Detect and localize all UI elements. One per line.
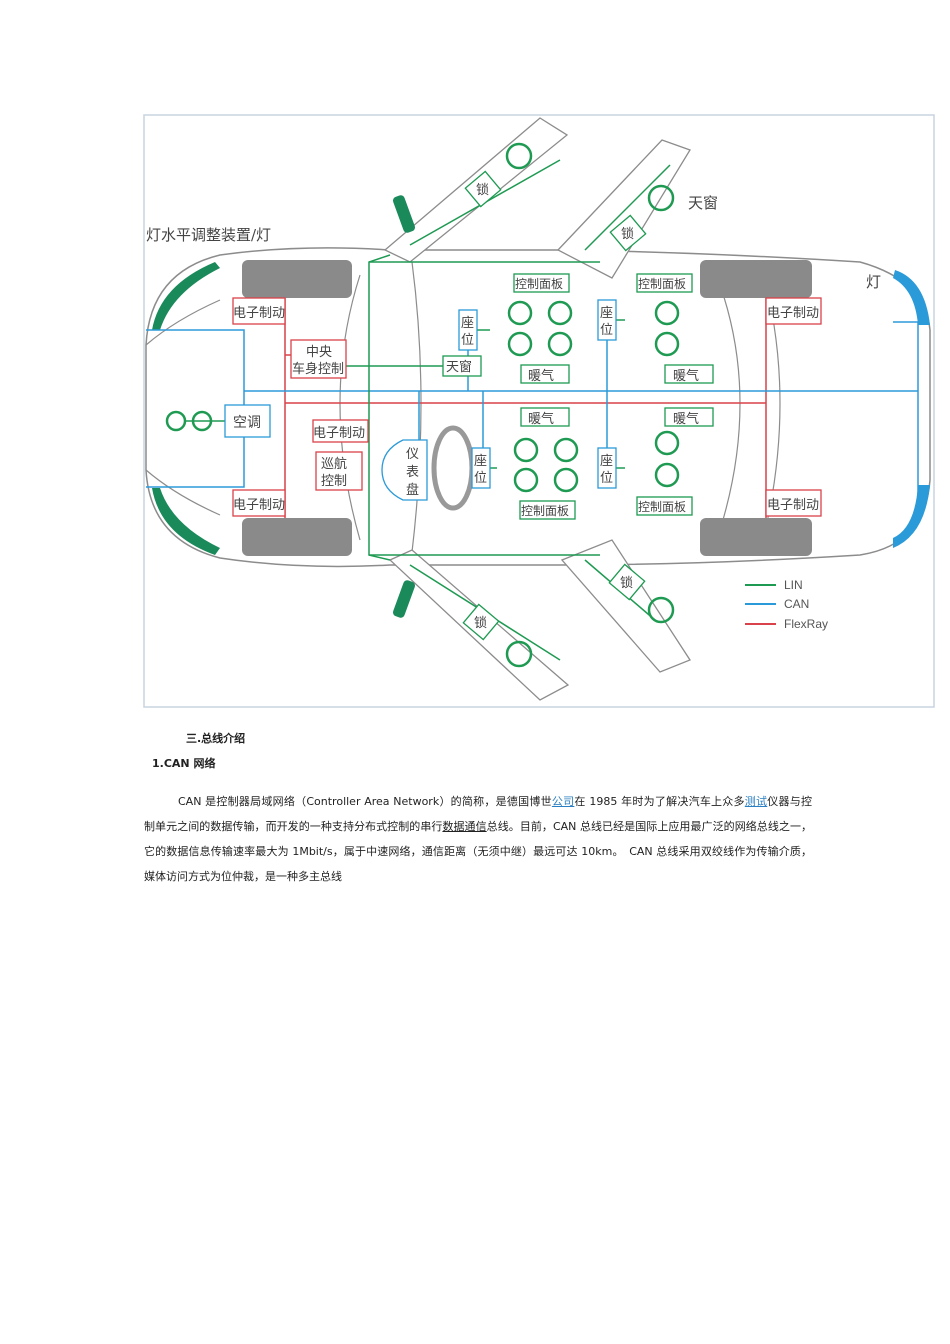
paragraph: CAN 是控制器局域网络（Controller Area Network）的简称…: [144, 789, 812, 889]
lin-boxes: [442, 170, 714, 641]
image-frame: [143, 114, 935, 708]
heater-label: 暖气: [528, 411, 554, 427]
flexray-boxes: [232, 297, 822, 517]
company-link[interactable]: 公司: [551, 795, 575, 808]
cruise-label: 巡航: [321, 456, 347, 472]
paragraph-text: CAN 是控制器局域网络（Controller Area Network）的简称…: [178, 795, 552, 808]
lock-label: 锁: [621, 226, 634, 242]
electronic-brake-label: 电子制动: [767, 498, 819, 513]
control-panel-label: 控制面板: [515, 277, 563, 291]
front-light-bottom: [152, 488, 220, 555]
rear-light-bottom: [893, 485, 930, 548]
wheel-rear-left: [700, 260, 812, 298]
vehicle-bus-network-diagram: 灯水平调整装置/灯 天窗 灯 锁 锁 锁 锁 电子制动 电子制动 电子制动 电子…: [143, 114, 935, 708]
dashboard-label: 仪: [406, 447, 419, 462]
control-panel-label: 控制面板: [521, 504, 569, 518]
motors: [165, 142, 680, 668]
seat-label: 位: [461, 333, 474, 348]
heater-label: 暖气: [673, 368, 699, 384]
front-light-top: [152, 262, 220, 330]
data-communication-term: 数据通信: [442, 820, 487, 833]
central-body-label: 中央: [306, 345, 332, 360]
heater-label: 暖气: [528, 368, 554, 384]
hood-line: [145, 299, 221, 516]
section-title: 三.总线介绍: [186, 732, 246, 745]
paragraph-text: 仪器与控制单元之间的数据传输，而开发的一种支持分布式控制的串行: [144, 795, 813, 833]
control-panel-label: 控制面板: [638, 277, 686, 291]
can-boxes: [224, 299, 617, 501]
mirror-left: [392, 195, 416, 233]
electronic-brake-label: 电子制动: [313, 426, 365, 441]
mirror-right: [392, 580, 416, 618]
electronic-brake-label: 电子制动: [233, 498, 285, 513]
rear-light-top: [893, 270, 930, 325]
legend-label-can: CAN: [784, 597, 809, 611]
electronic-brake-label: 电子制动: [767, 306, 819, 321]
sunroof-label: 天窗: [688, 194, 718, 212]
lock-label: 锁: [620, 575, 633, 591]
heater-label: 暖气: [673, 411, 699, 427]
lock-label: 锁: [476, 182, 489, 198]
seat-label: 座: [600, 306, 613, 321]
air-conditioning-label: 空调: [233, 415, 261, 431]
seat-label: 座: [461, 316, 474, 331]
seat-label: 位: [600, 471, 613, 486]
light-leveling-label: 灯水平调整装置/灯: [146, 226, 271, 244]
wheel-front-right: [242, 518, 352, 556]
central-body-label: 车身控制: [292, 361, 344, 377]
test-link[interactable]: 测试: [744, 795, 768, 808]
cruise-label: 控制: [321, 474, 347, 489]
seat-label: 位: [600, 323, 613, 338]
seat-label: 座: [600, 454, 613, 469]
seat-label: 位: [474, 471, 487, 486]
control-panel-label: 控制面板: [638, 500, 686, 514]
sunroof-inner-label: 天窗: [446, 359, 472, 375]
can-bus: [146, 321, 919, 515]
seat-label: 座: [474, 454, 487, 469]
paragraph-text: 总线。目前，CAN 总线已经是国际上应用最广泛的网络总线之一，它的数据信息传输速…: [144, 820, 813, 883]
wheel-front-left: [242, 260, 352, 298]
subsection-title: 1.CAN 网络: [152, 757, 216, 770]
wheel-rear-right: [700, 518, 812, 556]
paragraph-text: 在 1985 年时为了解决汽车上众多: [574, 795, 745, 808]
flexray-bus: [284, 298, 767, 518]
lock-label: 锁: [474, 615, 487, 631]
dashboard-label: 表: [406, 465, 419, 480]
legend-label-lin: LIN: [784, 578, 803, 592]
rear-light-label: 灯: [866, 273, 881, 291]
electronic-brake-label: 电子制动: [233, 306, 285, 321]
legend-label-flexray: FlexRay: [784, 617, 828, 631]
dashboard-label: 盘: [406, 482, 419, 498]
legend: LIN CAN FlexRay: [745, 578, 828, 631]
